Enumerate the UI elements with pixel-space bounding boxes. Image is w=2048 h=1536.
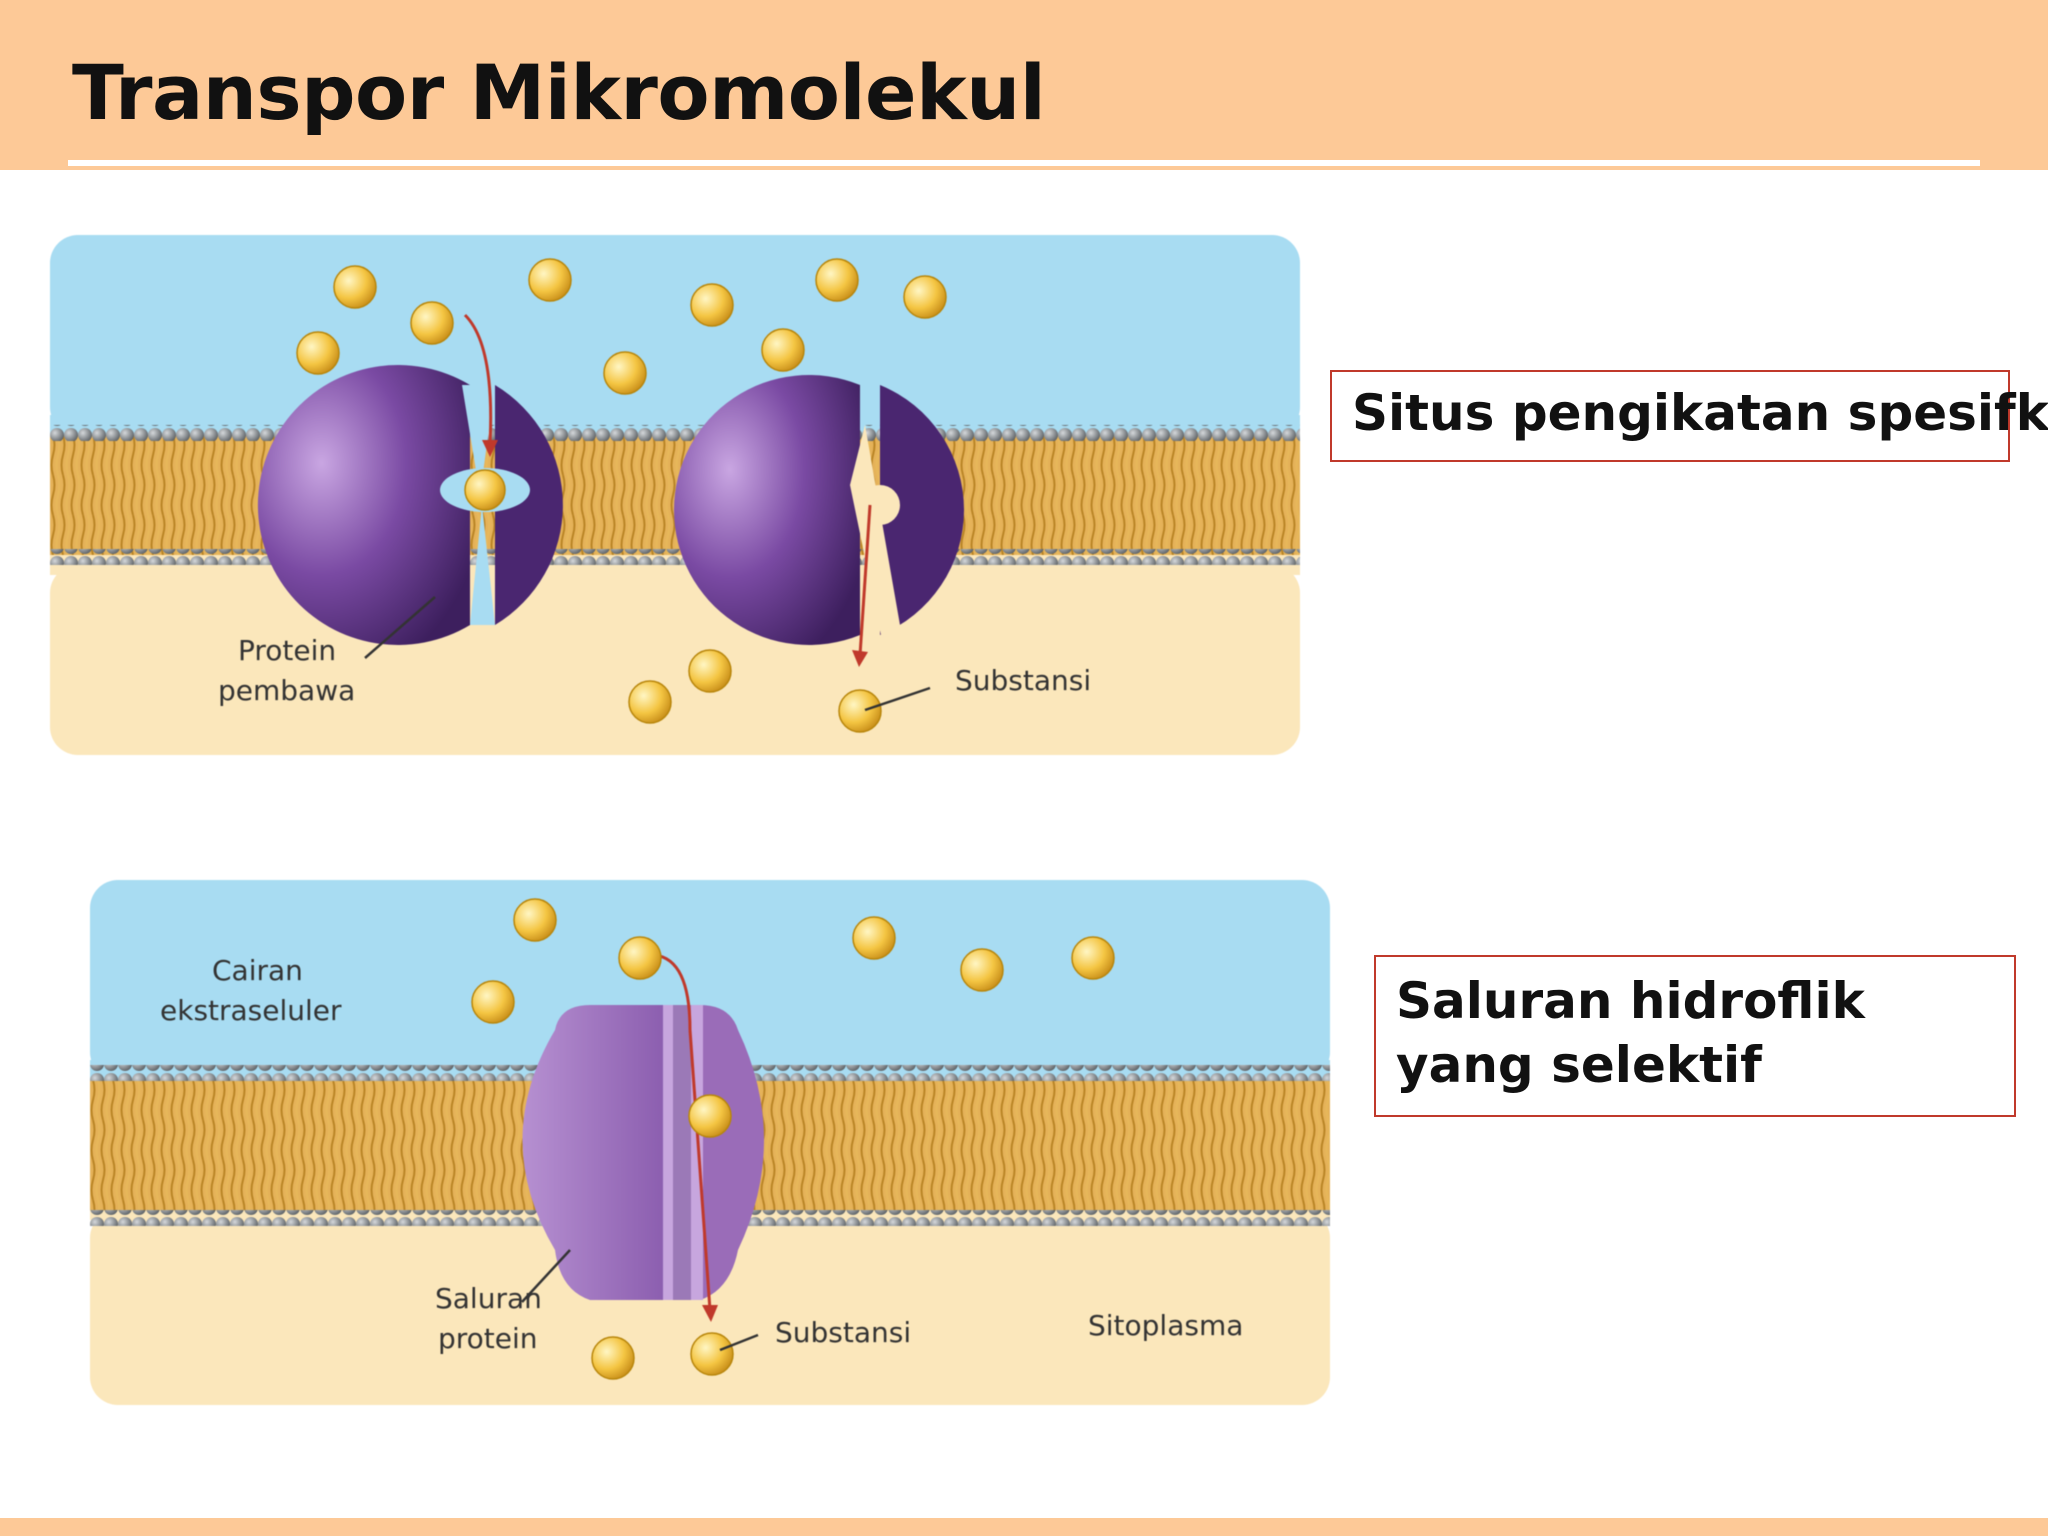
channel-label-line2: protein <box>438 1322 538 1355</box>
channel-callout: Saluran hidroflik yang selektif <box>1374 955 2016 1117</box>
release-arrow <box>858 504 872 656</box>
header-band <box>0 0 2048 170</box>
extracellular-region <box>50 235 1300 435</box>
header-divider <box>68 160 1980 166</box>
extracellular-region <box>90 880 1330 1080</box>
carrier-protein-closed <box>674 375 965 646</box>
inner-head-groups <box>50 549 1300 565</box>
molecule-group-cytoplasm <box>628 649 882 733</box>
protein-label-line2: pembawa <box>218 674 355 707</box>
channel-pore <box>663 1005 703 1300</box>
carrier-protein-diagram: Protein pembawa Substansi <box>50 235 1300 755</box>
channel-label-line1: Saluran <box>435 1282 542 1315</box>
channel-protein <box>522 1005 764 1300</box>
carrier-protein-open <box>257 365 563 645</box>
molecule-in-channel <box>688 1094 732 1138</box>
molecule-group-extracellular <box>296 258 947 395</box>
molecule-group-cytoplasm <box>591 1332 734 1380</box>
cytoplasm-label: Sitoplasma <box>1088 1309 1243 1342</box>
binding-arrow <box>463 313 493 446</box>
ecf-label-line1: Cairan <box>212 954 303 987</box>
channel-protein-diagram: Cairan ekstraseluler Saluran protein Sub… <box>90 880 1330 1420</box>
molecule-group-extracellular <box>471 898 1115 1024</box>
binding-site-callout: Situs pengikatan spesifk <box>1330 370 2048 462</box>
substance-label: Substansi <box>775 1316 911 1349</box>
outer-head-groups <box>50 425 1300 441</box>
slide-title: Transpor Mikromolekul <box>72 48 1046 137</box>
molecule-bound <box>464 469 506 511</box>
footer-band <box>0 1518 2048 1536</box>
substance-label: Substansi <box>955 664 1091 697</box>
ecf-label-line2: ekstraseluler <box>160 994 342 1027</box>
protein-label-line1: Protein <box>238 634 336 667</box>
